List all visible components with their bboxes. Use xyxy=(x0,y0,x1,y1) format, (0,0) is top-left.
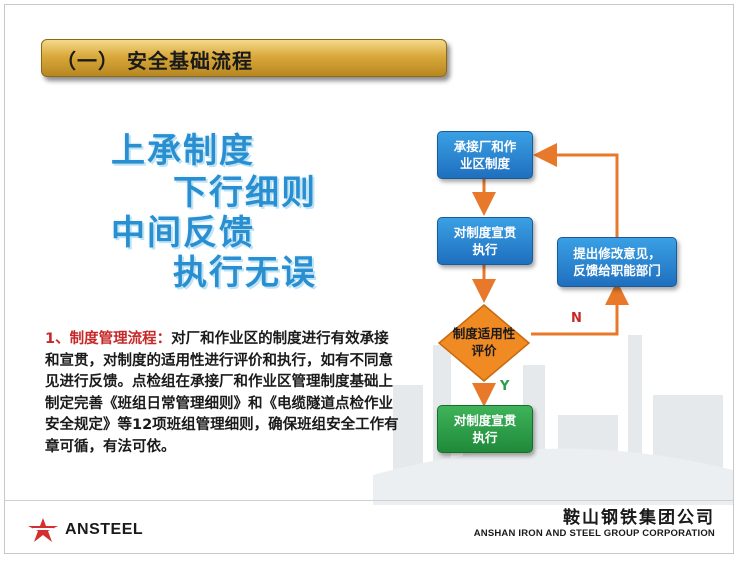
section-title-bar: （一） 安全基础流程 xyxy=(41,39,447,77)
ansteel-logo-icon xyxy=(28,518,58,542)
arrow-feedback-to-step1 xyxy=(533,143,619,237)
arrow-decision-to-feedback xyxy=(531,281,629,336)
ansteel-logo: ANSTEEL xyxy=(27,517,143,543)
process-description: 1、制度管理流程：对厂和作业区的制度进行有效承接和宣贯，对制度的适用性进行评价和… xyxy=(45,329,403,458)
decision-diamond-shape xyxy=(437,304,531,382)
slogan-line-3: 中间反馈 xyxy=(111,213,255,253)
flow-step-feedback: 提出修改意见，反馈给职能部门 xyxy=(557,237,677,287)
city-background-image xyxy=(373,335,733,505)
no-label: N xyxy=(571,311,582,326)
description-lead: 1、制度管理流程： xyxy=(45,331,172,347)
section-title: （一） 安全基础流程 xyxy=(56,49,253,73)
logo-text: ANSTEEL xyxy=(65,521,144,538)
yes-label: Y xyxy=(500,379,510,394)
company-name-en: ANSHAN IRON AND STEEL GROUP CORPORATION xyxy=(473,528,715,539)
slogan-line-1: 上承制度 xyxy=(111,131,255,171)
flow-step-publicize-execute: 对制度宣贯执行 xyxy=(437,217,533,265)
flow-decision-applicability: 制度适用性 评价 xyxy=(437,303,531,383)
slide: （一） 安全基础流程 上承制度 下行细则 中间反馈 执行无误 1、制度管理流程：… xyxy=(4,4,734,554)
flow-step-final-execute: 对制度宣贯执行 xyxy=(437,405,533,453)
description-body: 对厂和作业区的制度进行有效承接和宣贯，对制度的适用性进行评价和执行，如有不同意见… xyxy=(45,331,399,455)
footer-divider xyxy=(5,500,733,501)
slogan-line-4: 执行无误 xyxy=(173,253,317,293)
company-name-cn: 鞍山钢铁集团公司 xyxy=(563,508,715,528)
slogan-line-2: 下行细则 xyxy=(173,173,317,213)
flow-step-adopt-rules: 承接厂和作业区制度 xyxy=(437,131,533,179)
flow-arrows xyxy=(472,143,629,407)
